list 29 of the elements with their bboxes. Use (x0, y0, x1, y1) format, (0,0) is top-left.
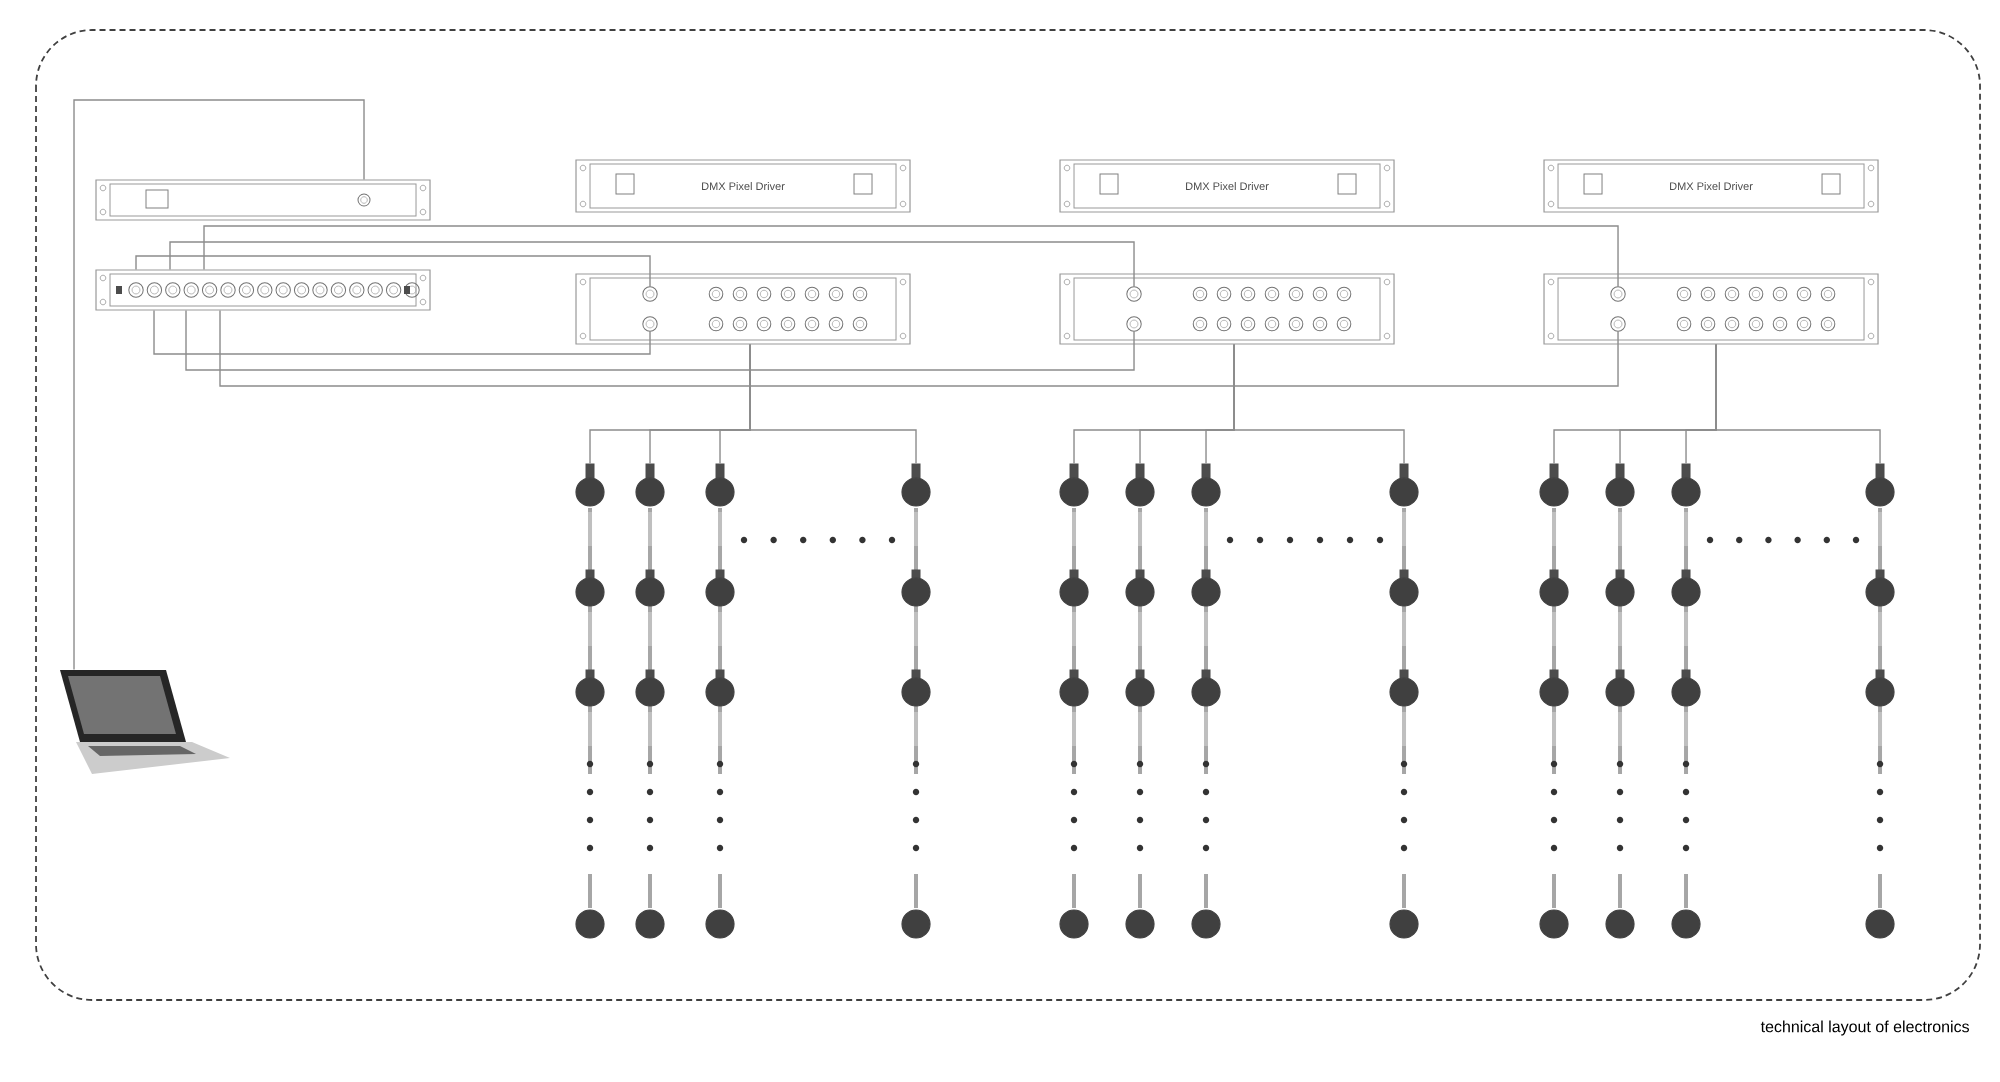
connector-line (153, 309, 651, 355)
caption: technical layout of electronics (1760, 1020, 1969, 1036)
connector-line (219, 309, 1619, 387)
lamp-string (1125, 463, 1155, 939)
lamp-string (1191, 463, 1221, 939)
lamp-string (1865, 463, 1895, 939)
lamp-string (1539, 463, 1569, 939)
connector-line (1233, 343, 1405, 465)
lamp-string (901, 463, 931, 939)
connector-line (135, 255, 651, 288)
connector-line (185, 309, 1135, 371)
connector-line (1715, 343, 1881, 465)
lamp-string (1059, 463, 1089, 939)
connector-line (203, 225, 1619, 288)
lamp-string (635, 463, 665, 939)
laptop-drawing (60, 670, 230, 774)
connector-line (169, 241, 1135, 288)
rack-unit (575, 273, 911, 345)
rack-unit (95, 269, 431, 311)
lamp-string (1605, 463, 1635, 939)
rack-unit (1543, 273, 1879, 345)
connector-line (73, 99, 365, 671)
rack-unit (95, 179, 431, 221)
lamp-string (1389, 463, 1419, 939)
rack-unit (1059, 273, 1395, 345)
lamp-string (575, 463, 605, 939)
connector-line (749, 343, 917, 465)
lamp-string (1671, 463, 1701, 939)
lamp-string (705, 463, 735, 939)
